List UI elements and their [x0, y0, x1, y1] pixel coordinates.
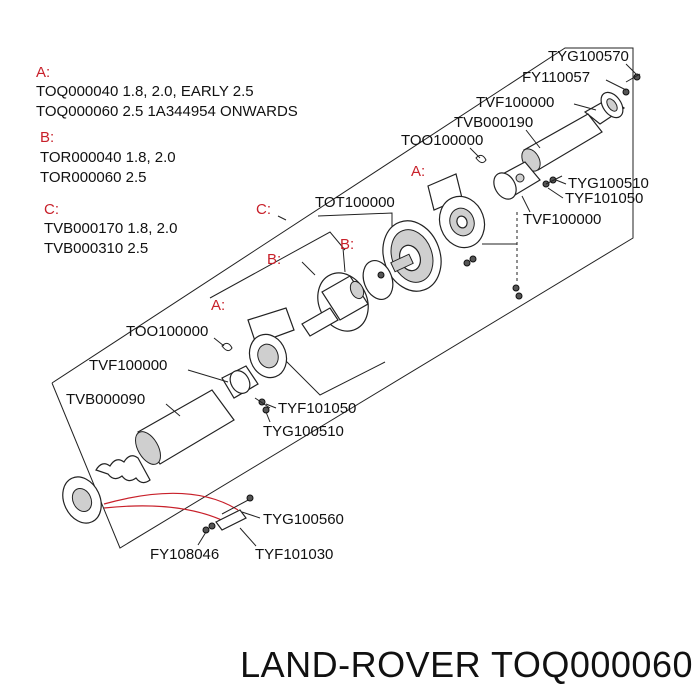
- caption-part-number: LAND-ROVER TOQ000060: [240, 644, 693, 685]
- note-c-line-2: TVB000310 2.5: [44, 240, 148, 257]
- label-tvf100000-lower: TVF100000: [89, 357, 167, 374]
- note-b-heading: B:: [40, 129, 54, 146]
- note-c-heading: C:: [44, 201, 59, 218]
- bracket-c-outline: [51, 47, 634, 549]
- label-tvf100000-upper: TVF100000: [476, 94, 554, 111]
- label-tyf101050-upper: TYF101050: [565, 190, 643, 207]
- label-too100000-upper: TOO100000: [401, 132, 483, 149]
- group-label-b-upper: B:: [340, 236, 354, 253]
- label-too100000-lower: TOO100000: [126, 323, 208, 340]
- legend-notes: A: TOQ000040 1.8, 2.0, EARLY 2.5 TOQ0000…: [36, 64, 298, 257]
- vertical-dash-line: [482, 212, 518, 282]
- label-fy108046: FY108046: [150, 546, 219, 563]
- note-a-heading: A:: [36, 64, 50, 81]
- label-tyg100570: TYG100570: [548, 48, 629, 65]
- middle-shaft: [301, 271, 385, 337]
- flexible-coupling: [362, 220, 523, 300]
- label-tyf101030: TYF101030: [255, 546, 333, 563]
- note-c-line-1: TVB000170 1.8, 2.0: [44, 220, 177, 237]
- note-b-line-2: TOR000060 2.5: [40, 169, 146, 186]
- label-fy110057: FY110057: [522, 69, 590, 86]
- label-tvb000190: TVB000190: [454, 114, 533, 131]
- tot-bracket-outline: [317, 212, 393, 232]
- group-label-c: C:: [256, 201, 271, 218]
- note-a-line-2: TOQ000060 2.5 1A344954 ONWARDS: [36, 103, 298, 120]
- upper-shaft-assembly: [475, 73, 641, 200]
- label-tyg100560: TYG100560: [263, 511, 344, 528]
- part-labels: TYG100570 FY110057 TVF100000 TVB000190 T…: [66, 48, 649, 563]
- group-label-a-lower: A:: [211, 297, 225, 314]
- label-tvb000090: TVB000090: [66, 391, 145, 408]
- group-label-a-upper: A:: [411, 163, 425, 180]
- group-label-b-left: B:: [267, 251, 281, 268]
- label-tvf100000-mid: TVF100000: [523, 211, 601, 228]
- label-tot100000: TOT100000: [315, 194, 395, 211]
- centre-bearing-upper: [427, 173, 486, 249]
- note-b-line-1: TOR000040 1.8, 2.0: [40, 149, 176, 166]
- label-tyg100510-lower: TYG100510: [263, 423, 344, 440]
- centre-bearing-lower: [221, 307, 295, 379]
- lower-shaft-assembly: [62, 365, 271, 534]
- label-tyg100510-upper: TYG100510: [568, 175, 649, 192]
- note-a-line-1: TOQ000040 1.8, 2.0, EARLY 2.5: [36, 83, 254, 100]
- label-tyf101050-lower: TYF101050: [278, 400, 356, 417]
